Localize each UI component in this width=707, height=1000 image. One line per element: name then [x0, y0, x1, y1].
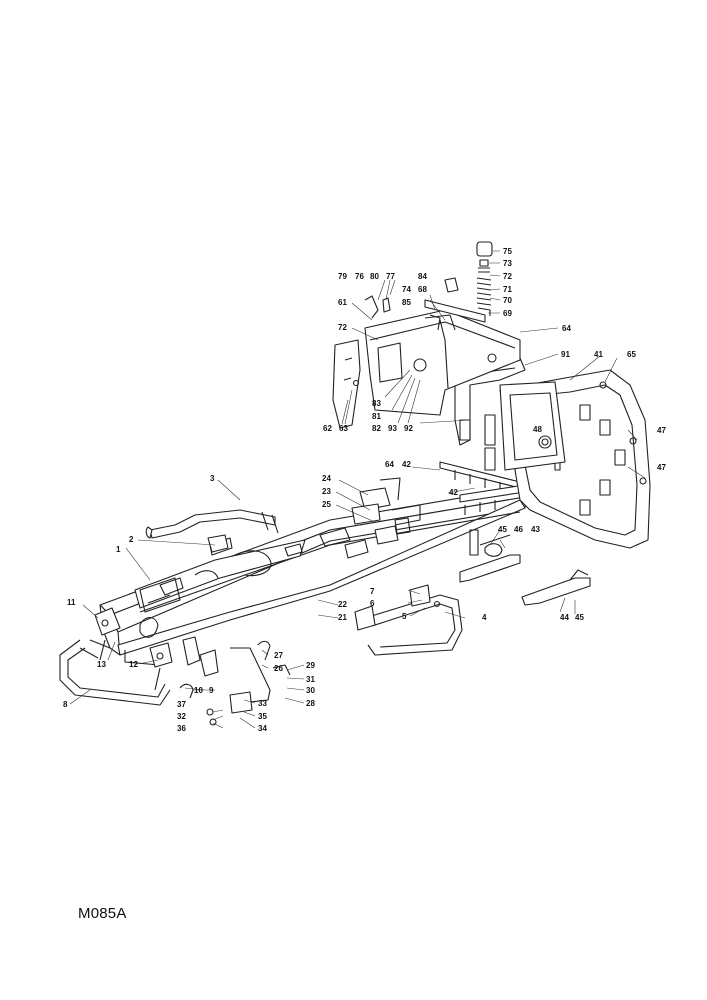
callout-48: 48 [533, 425, 542, 434]
callout-73: 73 [503, 259, 512, 268]
callout-31: 31 [306, 675, 315, 684]
callout-34: 34 [258, 724, 267, 733]
callout-8: 8 [63, 700, 68, 709]
main-frame [99, 486, 526, 677]
callout-28: 28 [306, 699, 315, 708]
steering-console [332, 309, 521, 429]
callout-65: 65 [627, 350, 636, 359]
callout-3: 3 [210, 474, 215, 483]
callout-12: 12 [129, 660, 138, 669]
callout-22: 22 [338, 600, 347, 609]
callout-74: 74 [402, 285, 411, 294]
callout-68: 68 [418, 285, 427, 294]
callout-82: 82 [372, 424, 381, 433]
brackets [207, 477, 421, 553]
front-bumper [354, 584, 463, 656]
callout-64: 64 [562, 324, 571, 333]
callout-41: 41 [594, 350, 603, 359]
callout-26: 26 [274, 664, 283, 673]
callout-7: 7 [370, 587, 375, 596]
footrest-brackets [459, 534, 591, 606]
callout-21: 21 [338, 613, 347, 622]
callout-62: 62 [323, 424, 332, 433]
callout-2: 2 [129, 535, 134, 544]
callout-43: 43 [531, 525, 540, 534]
callout-72b: 72 [338, 323, 347, 332]
callout-92: 92 [404, 424, 413, 433]
callout-45b: 45 [575, 613, 584, 622]
callout-37: 37 [177, 700, 186, 709]
callout-42b: 42 [449, 488, 458, 497]
dash-fender [454, 357, 566, 471]
callout-85: 85 [402, 298, 411, 307]
callout-44: 44 [560, 613, 569, 622]
callout-4: 4 [482, 613, 487, 622]
callout-81: 81 [372, 412, 381, 421]
callout-70: 70 [503, 296, 512, 305]
callout-29: 29 [306, 661, 315, 670]
callout-11: 11 [67, 598, 76, 607]
callout-25: 25 [322, 500, 331, 509]
callout-76: 76 [355, 272, 364, 281]
callout-30: 30 [306, 686, 315, 695]
leader-lines [69, 250, 646, 729]
callout-79: 79 [338, 272, 347, 281]
callout-75: 75 [503, 247, 512, 256]
callout-33: 33 [258, 699, 267, 708]
callout-6: 6 [370, 599, 375, 608]
callout-64b: 64 [385, 460, 394, 469]
callout-42a: 42 [402, 460, 411, 469]
diagram-code: M085A [78, 905, 127, 922]
callout-36: 36 [177, 724, 186, 733]
rear-bumper [59, 607, 173, 706]
callout-9: 9 [209, 686, 214, 695]
callout-1: 1 [116, 545, 121, 554]
brake-linkage [179, 640, 291, 726]
callout-5: 5 [402, 612, 407, 621]
callout-83: 83 [372, 399, 381, 408]
callout-72: 72 [503, 272, 512, 281]
callout-35: 35 [258, 712, 267, 721]
callout-84: 84 [418, 272, 427, 281]
callout-61: 61 [338, 298, 347, 307]
callout-10: 10 [194, 686, 203, 695]
callout-24: 24 [322, 474, 331, 483]
callout-47b: 47 [657, 463, 666, 472]
callout-13: 13 [97, 660, 106, 669]
callout-27: 27 [274, 651, 283, 660]
callout-labels: 75 73 72 71 70 69 79 76 80 77 84 74 68 8… [63, 247, 666, 733]
callout-46: 46 [514, 525, 523, 534]
callout-93: 93 [388, 424, 397, 433]
callout-80: 80 [370, 272, 379, 281]
callout-32: 32 [177, 712, 186, 721]
callout-63: 63 [339, 424, 348, 433]
callout-47a: 47 [657, 426, 666, 435]
callout-91: 91 [561, 350, 570, 359]
steering-parts [364, 241, 493, 331]
callout-77: 77 [386, 272, 395, 281]
callout-45a: 45 [498, 525, 507, 534]
callout-69: 69 [503, 309, 512, 318]
side-rail [439, 461, 526, 515]
seat-support-bar [145, 509, 279, 539]
callout-71: 71 [503, 285, 512, 294]
callout-23: 23 [322, 487, 331, 496]
